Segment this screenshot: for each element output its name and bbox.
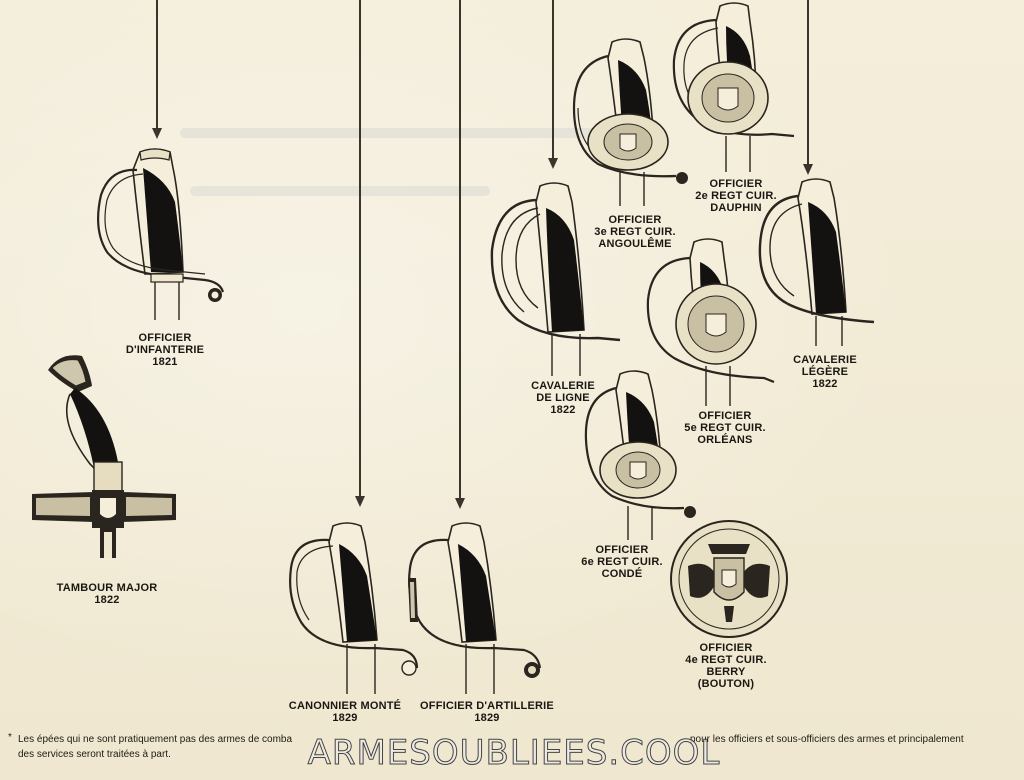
caption-line: 2e REGT CUIR. bbox=[695, 190, 777, 202]
caption-line: BERRY bbox=[706, 666, 746, 678]
caption-cavalerie-ligne: CAVALERIE DE LIGNE 1822 bbox=[516, 380, 610, 416]
footnote-line-2: des services seront traitées à part. bbox=[18, 749, 171, 760]
caption-officier-4e-cuir: OFFICIER 4e REGT CUIR. BERRY (BOUTON) bbox=[676, 642, 776, 690]
caption-line: (BOUTON) bbox=[697, 678, 755, 690]
caption-line: OFFICIER bbox=[699, 642, 753, 654]
officier-5e-cuir-hilt-illustration bbox=[646, 238, 775, 406]
caption-line: DE LIGNE bbox=[536, 392, 590, 404]
officier-2e-cuir-hilt-illustration bbox=[672, 2, 795, 172]
officier-infanterie-hilt-illustration bbox=[96, 148, 225, 320]
bleed-through-band bbox=[190, 186, 490, 196]
caption-line: LÉGÈRE bbox=[801, 366, 849, 378]
caption-line: 1821 bbox=[152, 356, 178, 368]
cavalerie-ligne-hilt-illustration bbox=[490, 182, 621, 376]
site-watermark: ARMESOUBLIEES.COOL bbox=[307, 733, 721, 774]
caption-line: OFFICIER bbox=[698, 410, 752, 422]
caption-line: CANONNIER MONTÉ bbox=[288, 700, 402, 712]
caption-line: 1829 bbox=[474, 712, 500, 724]
bleed-through-band bbox=[180, 128, 620, 138]
caption-line: CAVALERIE bbox=[531, 380, 595, 392]
cavalerie-legere-hilt-illustration bbox=[758, 178, 875, 346]
caption-officier-3e-cuir: OFFICIER 3e REGT CUIR. ANGOULÊME bbox=[582, 214, 688, 250]
caption-line: ANGOULÊME bbox=[598, 238, 672, 250]
canonnier-monte-hilt-illustration bbox=[289, 522, 419, 694]
caption-line: 4e REGT CUIR. bbox=[685, 654, 767, 666]
caption-officier-6e-cuir: OFFICIER 6e REGT CUIR. CONDÉ bbox=[572, 544, 672, 580]
caption-line: OFFICIER bbox=[709, 178, 763, 190]
caption-line: OFFICIER D'ARTILLERIE bbox=[420, 700, 554, 712]
caption-line: 1829 bbox=[332, 712, 358, 724]
caption-line: 1822 bbox=[550, 404, 576, 416]
footnote-line-1-right: pour les officiers et sous-officiers des… bbox=[690, 734, 964, 745]
caption-line: ORLÉANS bbox=[697, 434, 753, 446]
caption-line: DAUPHIN bbox=[710, 202, 762, 214]
caption-tambour-major: TAMBOUR MAJOR 1822 bbox=[48, 582, 166, 606]
officier-6e-cuir-hilt-illustration bbox=[584, 370, 696, 540]
footnote-line-1: Les épées qui ne sont pratiquement pas d… bbox=[18, 733, 292, 746]
caption-line: 6e REGT CUIR. bbox=[581, 556, 663, 568]
caption-line: D'INFANTERIE bbox=[125, 344, 205, 356]
caption-officier-artillerie: OFFICIER D'ARTILLERIE 1829 bbox=[412, 700, 562, 724]
footnote-line-1-left: Les épées qui ne sont pratiquement pas d… bbox=[18, 734, 293, 745]
caption-line: CONDÉ bbox=[601, 568, 643, 580]
caption-line: OFFICIER bbox=[138, 332, 192, 344]
caption-line: 1822 bbox=[94, 594, 120, 606]
caption-officier-5e-cuir: OFFICIER 5e REGT CUIR. ORLÉANS bbox=[675, 410, 775, 446]
caption-canonnier-monte: CANONNIER MONTÉ 1829 bbox=[282, 700, 408, 724]
officier-artillerie-hilt-illustration bbox=[408, 522, 542, 694]
caption-line: OFFICIER bbox=[595, 544, 649, 556]
tambour-major-hilt-illustration bbox=[32, 355, 176, 558]
caption-cavalerie-legere: CAVALERIE LÉGÈRE 1822 bbox=[778, 354, 872, 390]
caption-line: 1822 bbox=[812, 378, 838, 390]
caption-line: TAMBOUR MAJOR bbox=[56, 582, 158, 594]
caption-line: 5e REGT CUIR. bbox=[684, 422, 766, 434]
caption-officier-infanterie: OFFICIER D'INFANTERIE 1821 bbox=[110, 332, 220, 368]
caption-line: 3e REGT CUIR. bbox=[594, 226, 676, 238]
caption-officier-2e-cuir: OFFICIER 2e REGT CUIR. DAUPHIN bbox=[686, 178, 786, 214]
officier-4e-cuir-button-illustration bbox=[670, 520, 788, 638]
caption-line: OFFICIER bbox=[608, 214, 662, 226]
footnote-marker: * bbox=[8, 732, 12, 743]
officier-3e-cuir-hilt-illustration bbox=[572, 38, 688, 206]
caption-line: CAVALERIE bbox=[793, 354, 857, 366]
